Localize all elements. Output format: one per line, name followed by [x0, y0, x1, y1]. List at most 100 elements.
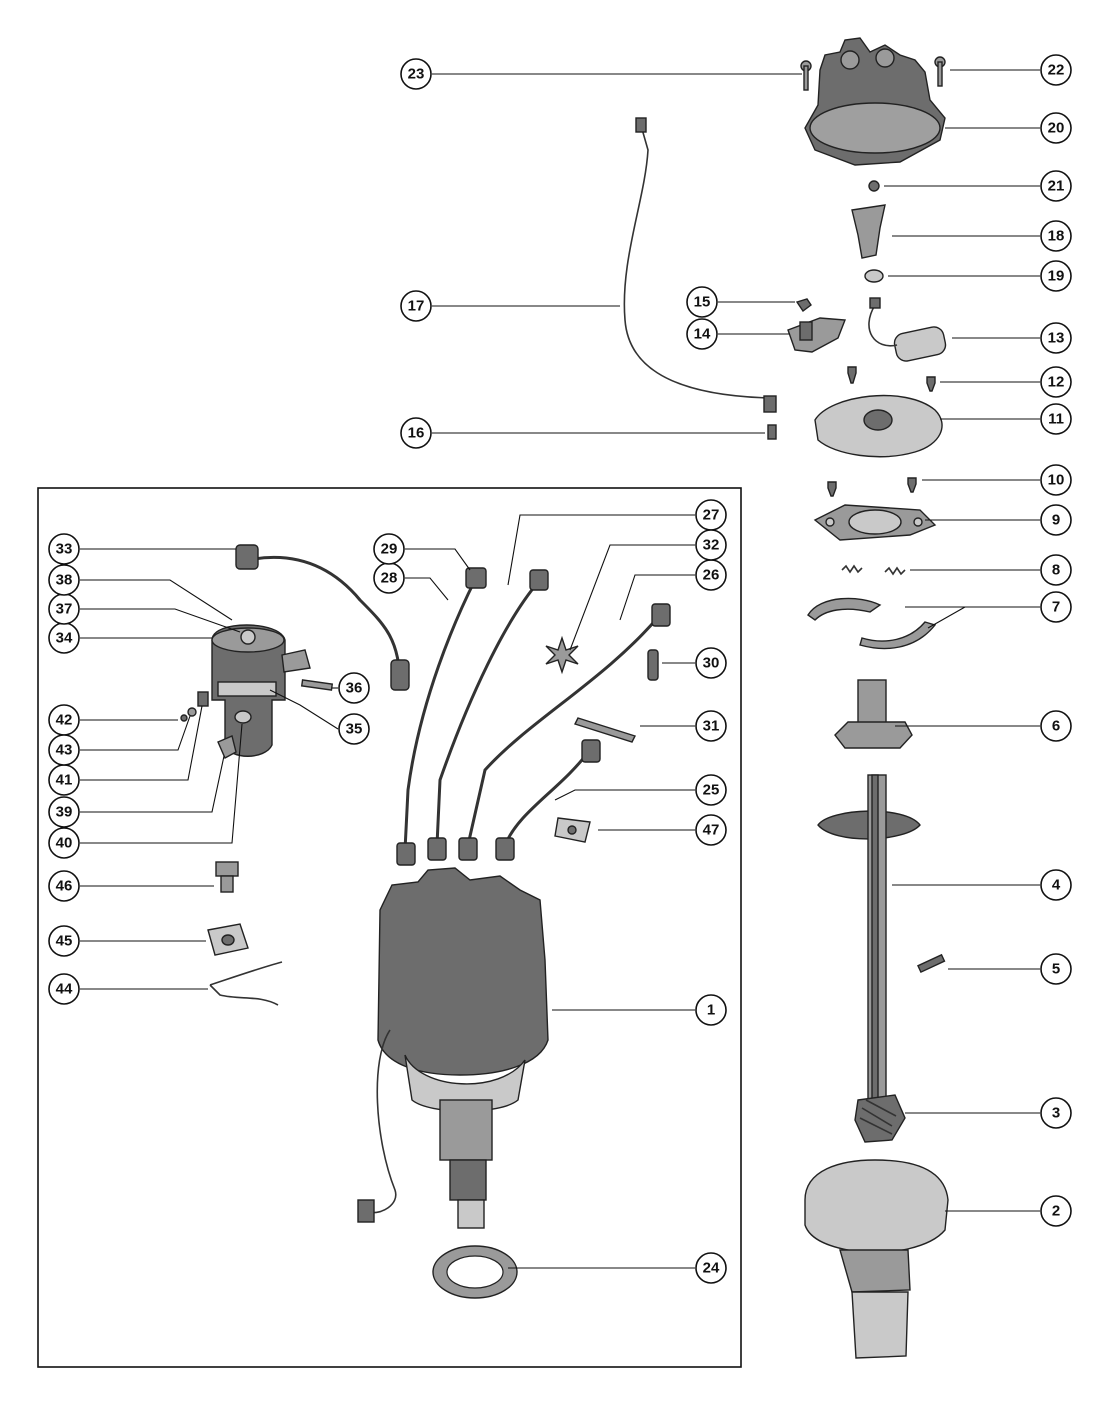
- callout-33-label: 33: [56, 541, 73, 558]
- callout-3-label: 3: [1052, 1105, 1060, 1122]
- callout-9-label: 9: [1052, 512, 1060, 529]
- callout-18: 18: [1040, 220, 1072, 252]
- callout-38-label: 38: [56, 572, 73, 589]
- cam-part: [834, 679, 913, 749]
- leader-lines: [80, 69, 1040, 1269]
- callout-2-label: 2: [1052, 1203, 1060, 1220]
- callout-35: 35: [338, 713, 370, 745]
- callout-27-label: 27: [703, 507, 720, 524]
- callout-21-label: 21: [1048, 178, 1065, 195]
- callout-26: 26: [695, 559, 727, 591]
- callout-42: 42: [48, 704, 80, 736]
- callout-23: 23: [400, 58, 432, 90]
- callout-32-label: 32: [703, 537, 720, 554]
- breaker-plate-screw-2-part: [926, 376, 936, 392]
- callout-42-label: 42: [56, 712, 73, 729]
- advance-weight-upper-part: [807, 597, 882, 621]
- callout-39-label: 39: [56, 804, 73, 821]
- callout-40-label: 40: [56, 835, 73, 852]
- callout-6: 6: [1040, 710, 1072, 742]
- callout-45: 45: [48, 925, 80, 957]
- wire-clip-part: [767, 424, 777, 440]
- drive-gear-part: [854, 1094, 906, 1143]
- callout-15: 15: [686, 286, 718, 318]
- callout-41-label: 41: [56, 772, 73, 789]
- callout-21: 21: [1040, 170, 1072, 202]
- callout-8: 8: [1040, 554, 1072, 586]
- terminal-washer-part: [187, 707, 197, 717]
- callout-37-label: 37: [56, 601, 73, 618]
- coil-nipple-part: [217, 735, 237, 759]
- callout-1-label: 1: [707, 1002, 715, 1019]
- assembled-distributor-part: [357, 867, 549, 1229]
- callout-46: 46: [48, 870, 80, 902]
- callout-34: 34: [48, 622, 80, 654]
- advance-spring-2-part: [884, 566, 906, 576]
- condenser-part: [868, 297, 947, 362]
- callout-11-label: 11: [1048, 411, 1064, 428]
- callout-13: 13: [1040, 322, 1072, 354]
- callout-33: 33: [48, 533, 80, 565]
- callout-9: 9: [1040, 504, 1072, 536]
- callout-39: 39: [48, 796, 80, 828]
- callout-1: 1: [695, 994, 727, 1026]
- callout-12: 12: [1040, 366, 1072, 398]
- callout-34-label: 34: [56, 630, 73, 647]
- callout-45-label: 45: [56, 933, 73, 950]
- callout-22: 22: [1040, 54, 1072, 86]
- assembly-inset-frame: [37, 487, 742, 1368]
- callout-3: 3: [1040, 1097, 1072, 1129]
- cap-screw-left-part: [800, 60, 812, 91]
- breaker-plate-part: [814, 394, 943, 458]
- callout-30-label: 30: [703, 655, 720, 672]
- distributor-cap-part: [804, 37, 946, 166]
- callout-6-label: 6: [1052, 718, 1060, 735]
- callout-22-label: 22: [1048, 62, 1065, 79]
- coil-high-tension-lead-part: [235, 544, 410, 691]
- callout-41: 41: [48, 764, 80, 796]
- callout-14-label: 14: [694, 326, 711, 343]
- callout-7-label: 7: [1052, 599, 1060, 616]
- callout-24-label: 24: [703, 1260, 720, 1277]
- callout-20-label: 20: [1048, 120, 1065, 137]
- callout-19-label: 19: [1048, 268, 1065, 285]
- hold-down-clamp-part: [207, 923, 249, 956]
- callout-25-label: 25: [703, 782, 720, 799]
- wire-separator-star-part: [545, 635, 579, 675]
- callout-23-label: 23: [408, 66, 425, 83]
- callout-30: 30: [695, 647, 727, 679]
- callout-2: 2: [1040, 1195, 1072, 1227]
- callout-40: 40: [48, 827, 80, 859]
- breaker-points-part: [787, 317, 846, 353]
- callout-12-label: 12: [1048, 374, 1065, 391]
- callout-16: 16: [400, 417, 432, 449]
- callout-16-label: 16: [408, 425, 425, 442]
- terminal-nut-part: [180, 714, 188, 722]
- breaker-plate-screw-part: [847, 366, 857, 384]
- wire-bracket-part: [554, 817, 591, 843]
- callout-44: 44: [48, 973, 80, 1005]
- wire-separator-bar-part: [574, 717, 636, 743]
- callout-14: 14: [686, 318, 718, 350]
- roll-pin-part: [917, 953, 946, 974]
- coil-bracket-screw-part: [300, 679, 334, 691]
- callout-32: 32: [695, 529, 727, 561]
- callout-29: 29: [373, 533, 405, 565]
- callout-47: 47: [695, 814, 727, 846]
- terminal-part: [197, 691, 209, 707]
- callout-4-label: 4: [1052, 877, 1061, 894]
- callout-43-label: 43: [56, 742, 73, 759]
- ground-wire-part: [623, 117, 777, 413]
- hold-down-clip-part: [209, 961, 283, 1006]
- points-screw-part: [795, 298, 812, 313]
- retainer-screw-2-part: [907, 477, 917, 493]
- callout-17-label: 17: [408, 298, 425, 315]
- callout-5-label: 5: [1052, 961, 1060, 978]
- cap-screw-right-part: [934, 56, 946, 87]
- callout-37: 37: [48, 593, 80, 625]
- callout-25: 25: [695, 774, 727, 806]
- rotor-part: [851, 204, 886, 259]
- callout-8-label: 8: [1052, 562, 1060, 579]
- cover-plate-part: [813, 504, 937, 541]
- ignition-coil-part: [211, 624, 311, 757]
